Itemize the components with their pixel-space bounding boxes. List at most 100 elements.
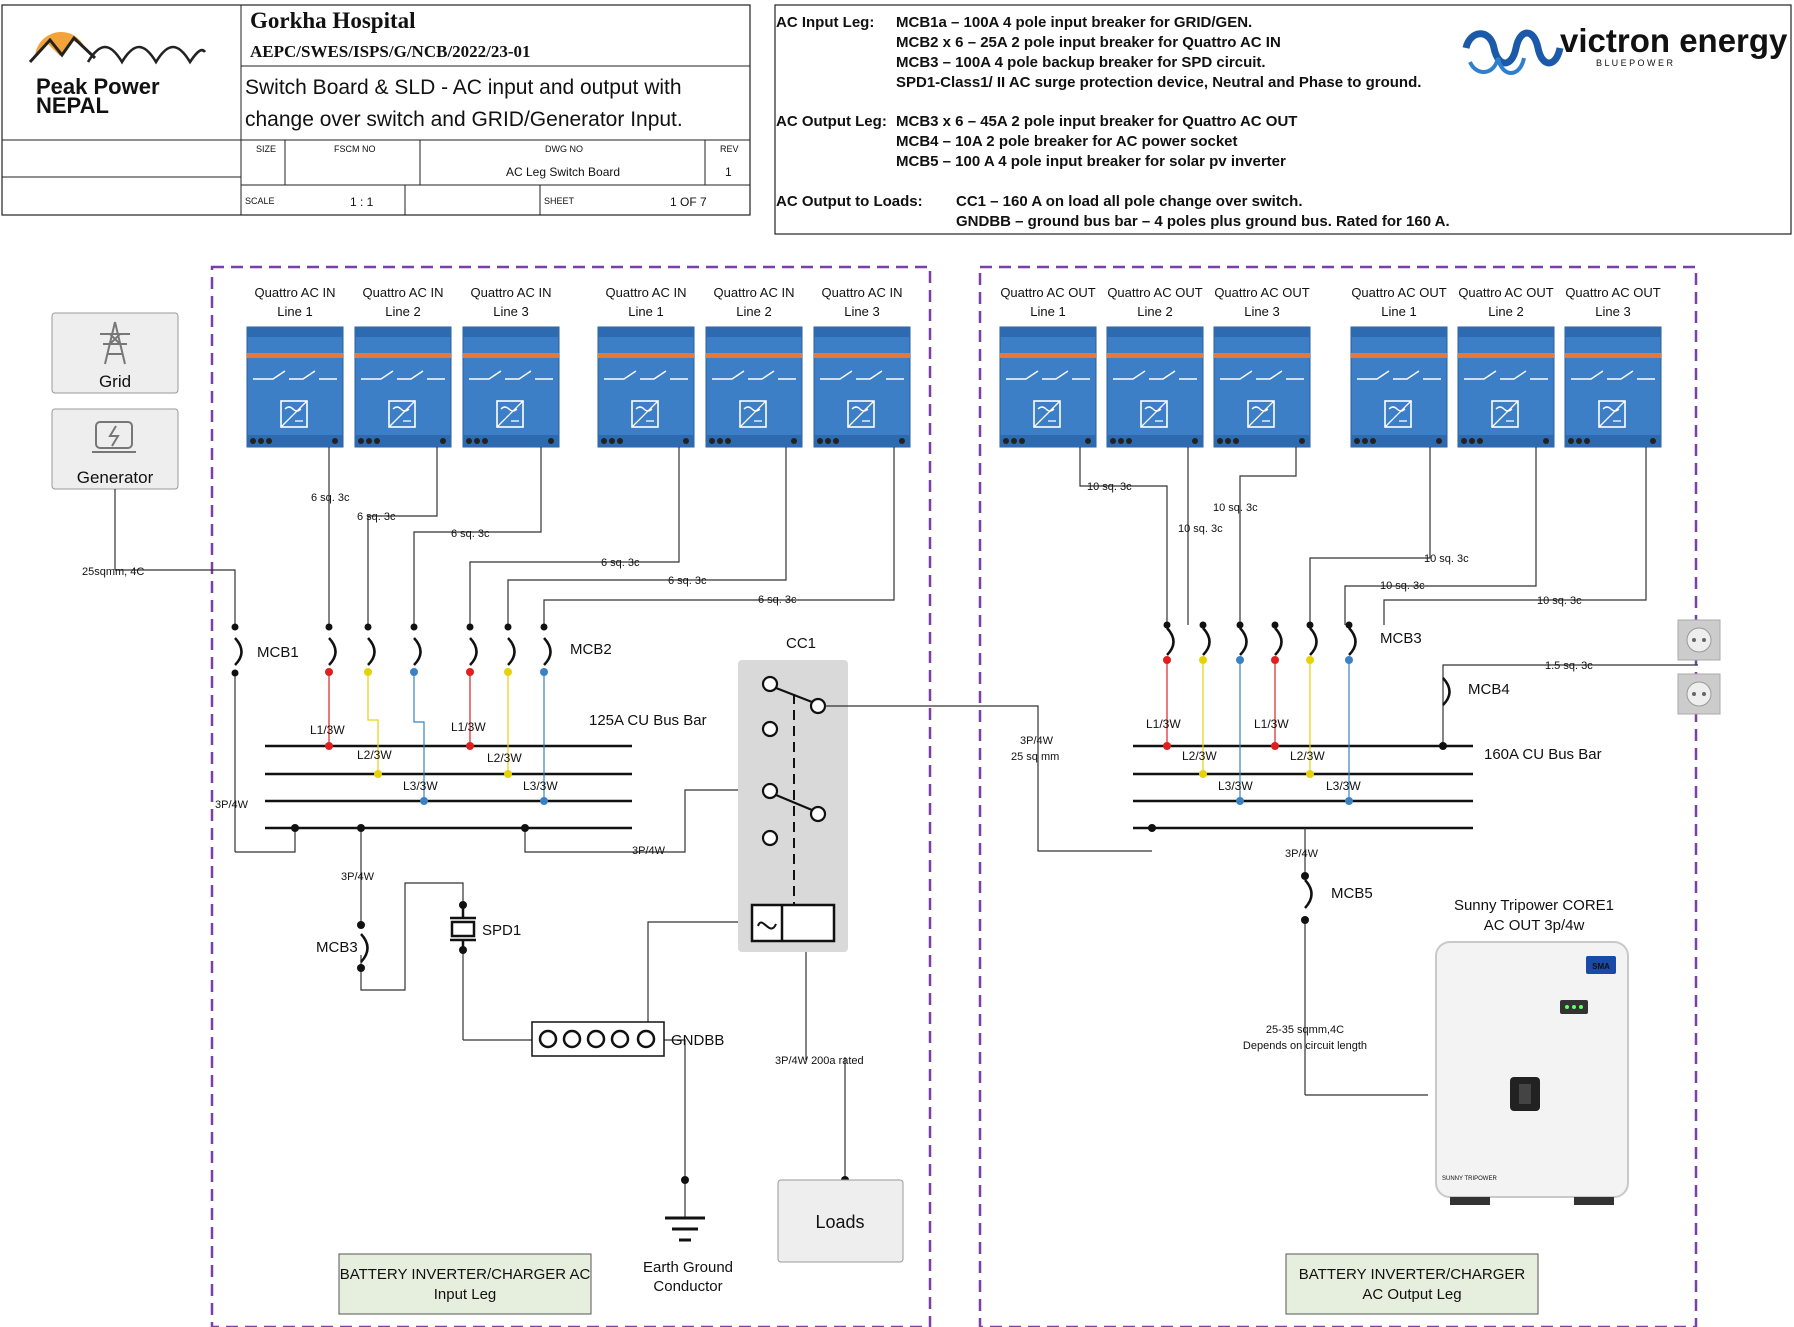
breaker-mcb2-5 bbox=[507, 637, 516, 666]
input-quattro-line-5: Line 2 bbox=[736, 304, 771, 319]
legend-output-2: MCB4 – 10A 2 pole breaker for AC power s… bbox=[896, 133, 1238, 150]
input-quattro-title-1: Quattro AC IN bbox=[255, 285, 336, 300]
spd1-label: SPD1 bbox=[482, 922, 521, 939]
quattro-units: Quattro AC IN Line 1 Quattro AC IN Line 2 Qu… bbox=[246, 285, 1662, 448]
drawing-title-2: change over switch and GRID/Generator In… bbox=[245, 108, 683, 131]
inverter-title-1: Sunny Tripower CORE1 bbox=[1454, 897, 1614, 914]
scale-label: SCALE bbox=[245, 196, 275, 206]
ground-bus-bar bbox=[531, 1021, 665, 1057]
legend-input-3: MCB3 – 100A 4 pole backup breaker for SP… bbox=[896, 54, 1266, 71]
output-phase-2: L2/3W bbox=[1182, 749, 1217, 763]
output-leg-label-box: BATTERY INVERTER/CHARGER AC Output Leg bbox=[1285, 1253, 1539, 1315]
legend-output-head: AC Output Leg: bbox=[776, 113, 887, 130]
output-quattro-line-1: Line 1 bbox=[1030, 304, 1065, 319]
mcb2-label: MCB2 bbox=[570, 641, 612, 658]
hospital-name: Gorkha Hospital bbox=[250, 8, 416, 33]
mcb1-label: MCB1 bbox=[257, 644, 299, 661]
output-cable-1: 10 sq. 3c bbox=[1087, 481, 1132, 493]
output-quattro-6: Quattro AC OUT Line 3 bbox=[1564, 285, 1662, 448]
title-block: Peak Power NEPAL Gorkha Hospital AEPC/SW… bbox=[1, 4, 751, 216]
mcb4-label: MCB4 bbox=[1468, 681, 1510, 698]
legend-box: AC Input Leg: MCB1a – 100A 4 pole input … bbox=[774, 4, 1792, 235]
input-quattro-line-2: Line 2 bbox=[385, 304, 420, 319]
earth-ground-icon bbox=[665, 1216, 705, 1242]
input-quattro-title-4: Quattro AC IN bbox=[606, 285, 687, 300]
legend-input-head: AC Input Leg: bbox=[776, 14, 874, 31]
input-cable-5: 6 sq. 3c bbox=[668, 575, 707, 587]
loads-box: Loads bbox=[777, 1179, 904, 1263]
pv-cable-label-1: 25-35 sqmm,4C bbox=[1266, 1024, 1344, 1036]
generator-icon bbox=[92, 421, 136, 453]
output-breakers bbox=[1166, 627, 1451, 909]
size-label: SIZE bbox=[256, 144, 276, 154]
input-quattro-title-3: Quattro AC IN bbox=[471, 285, 552, 300]
output-3p4w-label: 3P/4W bbox=[1285, 848, 1319, 860]
output-quattro-line-4: Line 1 bbox=[1381, 304, 1416, 319]
input-3p4w-cc: 3P/4W bbox=[632, 845, 666, 857]
input-3p4w-left: 3P/4W bbox=[215, 799, 249, 811]
input-leg-label-box: BATTERY INVERTER/CHARGER AC Input Leg bbox=[338, 1253, 592, 1315]
breaker-mcb2-6 bbox=[543, 637, 552, 666]
output-quattro-line-6: Line 3 bbox=[1595, 304, 1630, 319]
loads-label: Loads bbox=[815, 1212, 864, 1232]
legend-output-3: MCB5 – 100 A 4 pole input breaker for so… bbox=[896, 153, 1286, 170]
input-junction-dots bbox=[231, 623, 689, 1184]
dwg-label: DWG NO bbox=[545, 144, 583, 154]
input-quattro-line-1: Line 1 bbox=[277, 304, 312, 319]
legend-loads-2: GNDBB – ground bus bar – 4 poles plus gr… bbox=[956, 213, 1450, 230]
inverter-title-2: AC OUT 3p/4w bbox=[1484, 917, 1585, 934]
logo-text-2: NEPAL bbox=[36, 93, 109, 118]
cc1-load-cable: 3P/4W 200a rated bbox=[775, 1055, 864, 1067]
output-cable-3: 10 sq. 3c bbox=[1213, 502, 1258, 514]
mcb3-output-label: MCB3 bbox=[1380, 630, 1422, 647]
output-quattro-title-4: Quattro AC OUT bbox=[1351, 285, 1446, 300]
spd1-device bbox=[450, 905, 476, 950]
power-sockets bbox=[1677, 619, 1721, 715]
output-phase-1: L1/3W bbox=[1146, 717, 1181, 731]
output-leg-label-2: AC Output Leg bbox=[1362, 1286, 1461, 1303]
generator-label: Generator bbox=[77, 468, 154, 487]
input-quattro-line-4: Line 1 bbox=[628, 304, 663, 319]
transmission-tower-icon bbox=[100, 321, 130, 365]
input-phase-2: L2/3W bbox=[357, 748, 392, 762]
victron-brand: victron energy bbox=[1560, 22, 1788, 59]
input-cable-6: 6 sq. 3c bbox=[758, 594, 797, 606]
breaker-mcb2-1 bbox=[328, 637, 337, 666]
sheet-value: 1 OF 7 bbox=[670, 195, 707, 209]
victron-logo: victron energy B L U E P O W E R bbox=[1462, 22, 1788, 75]
sma-logo: SMA bbox=[1592, 962, 1610, 971]
source-cable-label: 25sqmm, 4C bbox=[82, 566, 144, 578]
breaker-mcb2-3 bbox=[413, 637, 422, 666]
legend-input-4: SPD1-Class1/ II AC surge protection devi… bbox=[896, 74, 1421, 91]
peak-power-logo: Peak Power NEPAL bbox=[28, 32, 207, 118]
output-phase-5: L2/3W bbox=[1290, 749, 1325, 763]
breaker-mcb2-2 bbox=[367, 637, 376, 666]
socket-cable-label: 1.5 sq. 3c bbox=[1545, 660, 1593, 672]
output-leg-label-1: BATTERY INVERTER/CHARGER bbox=[1299, 1266, 1526, 1283]
input-cable-1: 6 sq. 3c bbox=[311, 492, 350, 504]
drawing-title-1: Switch Board & SLD - AC input and output… bbox=[245, 76, 682, 99]
output-wiring bbox=[1079, 447, 1698, 1096]
input-busbar-label: 125A CU Bus Bar bbox=[589, 712, 707, 729]
output-quattro-line-2: Line 2 bbox=[1137, 304, 1172, 319]
input-leg-border bbox=[210, 265, 932, 1327]
input-quattro-title-2: Quattro AC IN bbox=[363, 285, 444, 300]
input-leg-label-2: Input Leg bbox=[434, 1286, 497, 1303]
rev-value: 1 bbox=[725, 165, 732, 179]
input-cable-3: 6 sq. 3c bbox=[451, 528, 490, 540]
victron-tag: B L U E P O W E R bbox=[1596, 58, 1674, 68]
output-cable-4: 10 sq. 3c bbox=[1424, 553, 1469, 565]
input-quattro-line-3: Line 3 bbox=[493, 304, 528, 319]
project-code: AEPC/SWES/ISPS/G/NCB/2022/23-01 bbox=[250, 42, 531, 61]
scale-value: 1 : 1 bbox=[350, 195, 374, 209]
output-quattro-title-2: Quattro AC OUT bbox=[1107, 285, 1202, 300]
output-quattro-title-3: Quattro AC OUT bbox=[1214, 285, 1309, 300]
output-quattro-title-6: Quattro AC OUT bbox=[1565, 285, 1660, 300]
legend-loads-1: CC1 – 160 A on load all pole change over… bbox=[956, 193, 1303, 210]
grid-source: Grid bbox=[51, 312, 179, 394]
logo-text-1: Peak Power bbox=[36, 74, 160, 99]
changeover-switch-cc1 bbox=[738, 660, 848, 952]
